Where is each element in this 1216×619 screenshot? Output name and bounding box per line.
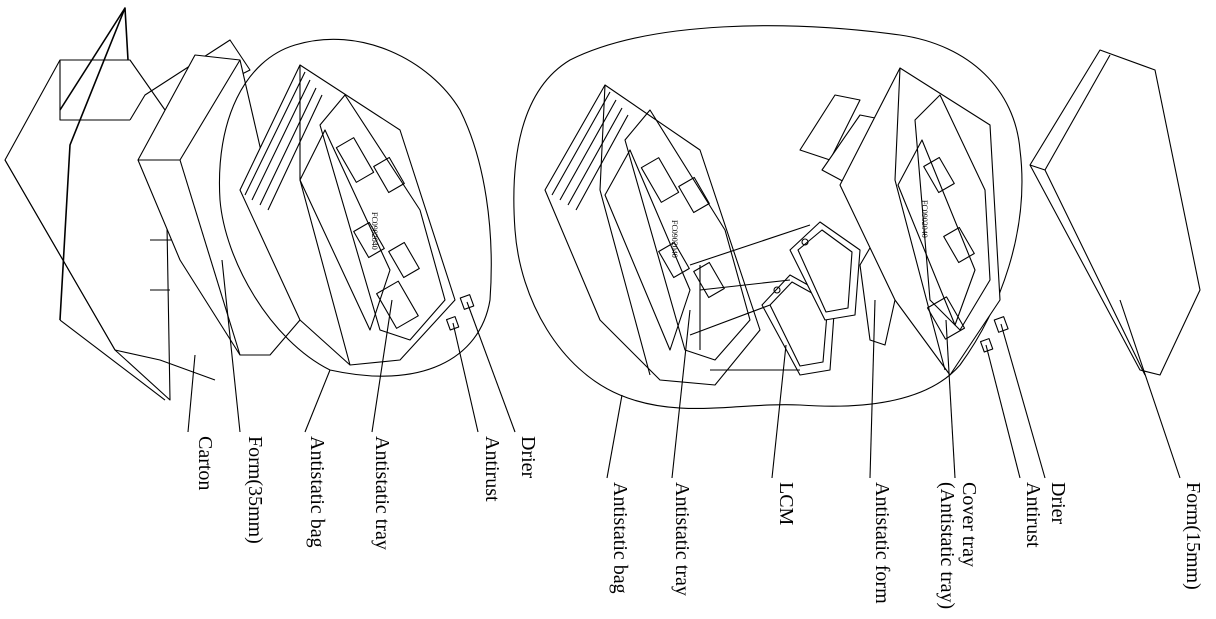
label-left-drier: Drier	[517, 436, 539, 479]
left-bag-outline	[218, 38, 492, 377]
form-35-drawing	[137, 54, 301, 356]
right-tray-stack: FC0902040	[544, 84, 761, 386]
form-15-drawing	[1029, 49, 1201, 376]
label-form-35: Form(35mm)	[244, 436, 266, 544]
label-right-antistatic-tray: Antistatic tray	[671, 482, 693, 596]
label-left-antistatic-tray: Antistatic tray	[371, 436, 393, 550]
label-lcm: LCM	[775, 482, 797, 526]
right-bag-outline	[513, 25, 1023, 410]
label-right-drier: Drier	[1047, 482, 1069, 525]
label-carton: Carton	[194, 436, 216, 491]
cover-tray-drawing: FC0902040	[839, 67, 1001, 376]
label-cover-tray: Cover tray (Antistatic tray)	[936, 482, 980, 610]
leader-lines	[187, 259, 1181, 479]
label-form-15: Form(15mm)	[1182, 482, 1204, 590]
right-tray-code-2: FC0902040	[920, 200, 929, 238]
left-tray-stack: FC0902040	[239, 64, 456, 366]
label-left-antistatic-bag: Antistatic bag	[306, 436, 328, 548]
right-tray-code-1: FC0902040	[670, 220, 679, 258]
label-antistatic-form: Antistatic form	[871, 482, 893, 604]
lcm-drawing	[689, 221, 861, 376]
label-left-antirust: Antirust	[481, 436, 503, 502]
label-right-antistatic-bag: Antistatic bag	[609, 482, 631, 594]
label-right-antirust: Antirust	[1022, 482, 1044, 548]
left-tray-code: FC0902040	[370, 212, 379, 250]
